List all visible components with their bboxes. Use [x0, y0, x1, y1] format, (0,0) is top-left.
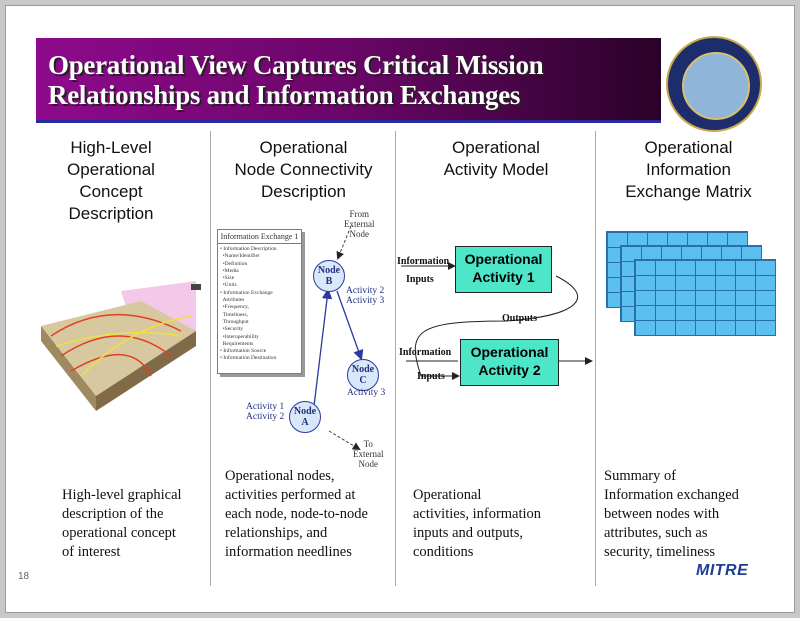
information-exchange-box: Information Exchange 1 • Information Des…	[217, 229, 302, 374]
title-line-1: Operational View Captures Critical Missi…	[48, 50, 544, 80]
node-connectivity-links	[313, 225, 364, 451]
column-divider	[595, 131, 596, 586]
inputs-label-1: Inputs	[406, 274, 434, 285]
exchange-matrix-illustration	[606, 231, 786, 341]
node-c-activities: Activity 3	[347, 388, 386, 398]
title-line-2: Relationships and Information Exchanges	[48, 80, 521, 110]
slide-title: Operational View Captures Critical Missi…	[48, 50, 544, 110]
mitre-logo: MITRE	[696, 562, 749, 579]
slide: Operational View Captures Critical Missi…	[5, 5, 795, 613]
dod-seal-logo	[666, 36, 762, 132]
operational-concept-illustration	[41, 281, 201, 411]
inputs-label-2: Inputs	[417, 371, 445, 382]
description-node-connectivity: Operational nodes,activities performed a…	[225, 468, 368, 560]
activity-flow-arrows	[401, 262, 593, 380]
outputs-label: Outputs	[502, 313, 538, 324]
column-divider	[210, 131, 211, 586]
title-bar: Operational View Captures Critical Missi…	[36, 38, 661, 123]
information-label-2: Information	[399, 347, 452, 358]
matrix-sheet	[634, 259, 776, 336]
information-label-1: Information	[397, 256, 450, 267]
column-divider	[395, 131, 396, 586]
page-number: 18	[18, 571, 30, 582]
